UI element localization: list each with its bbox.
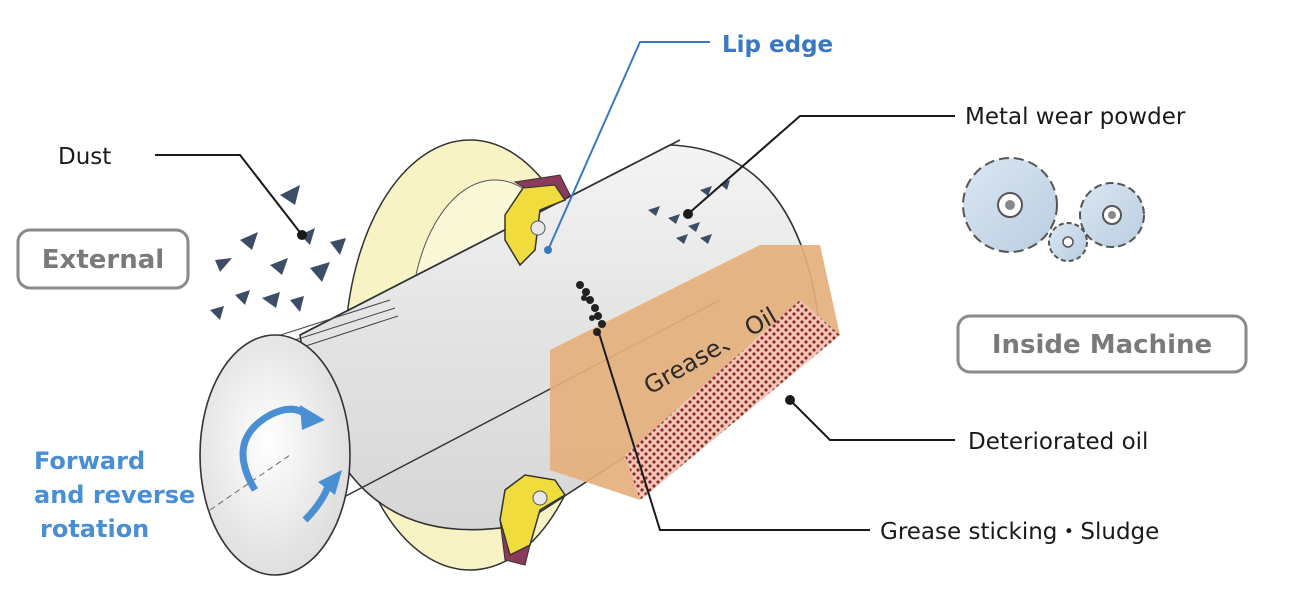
seal-lip-lower [499, 474, 567, 566]
deteriorated-oil-label: Deteriorated oil [968, 429, 1148, 455]
external-box [16, 228, 190, 290]
seal-lip-upper [504, 174, 571, 267]
rotation-label-line2: and reverse [34, 481, 195, 509]
lip-edge-label: Lip edge [722, 32, 833, 58]
rotation-label-line1: Forward [34, 447, 145, 475]
grease-sticking-sludge-label: Grease sticking・Sludge [880, 519, 1159, 545]
gears-icon [962, 157, 1145, 262]
shaft-end-face [199, 334, 351, 576]
garter-spring-icon [530, 220, 546, 236]
metal-wear-particles [648, 180, 730, 244]
rotation-arrows-icon [239, 405, 342, 523]
leader-lines [155, 41, 955, 531]
dust-label: Dust [58, 144, 111, 170]
inside-machine-box [956, 314, 1248, 374]
rotation-label-line3: rotation [40, 515, 149, 543]
grease-oil-region: Grease、 Oil [550, 245, 840, 500]
external-label: External [42, 245, 164, 275]
metal-wear-powder-label: Metal wear powder [965, 104, 1186, 130]
inside-machine-label: Inside Machine [992, 330, 1212, 360]
dust-particles [210, 185, 346, 320]
